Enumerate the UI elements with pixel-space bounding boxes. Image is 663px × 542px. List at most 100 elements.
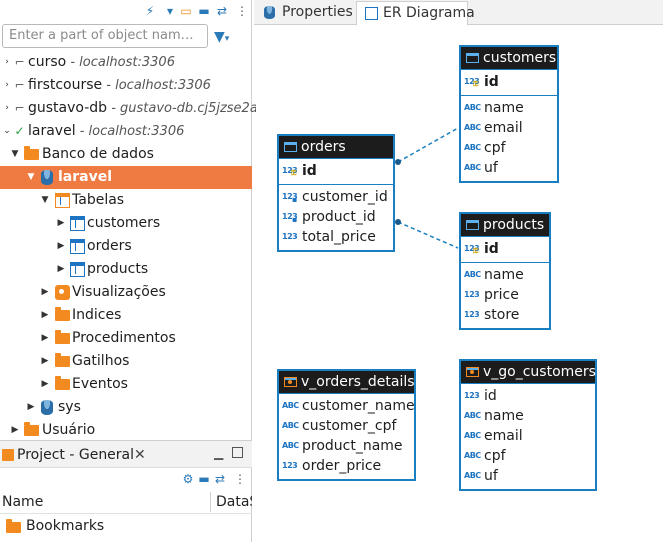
tables-folder-icon xyxy=(55,193,70,208)
tree-item-schema-laravel[interactable]: ▼ laravel xyxy=(0,166,252,189)
collapsed-arrow-icon[interactable]: › xyxy=(5,103,9,113)
link-icon[interactable]: ⇄ xyxy=(214,472,226,486)
tree-item-bookmarks[interactable]: Bookmarks xyxy=(0,514,252,538)
dropdown-icon[interactable]: ▾ xyxy=(166,4,174,18)
entity-attribute[interactable]: 123product_id xyxy=(279,207,393,227)
tree-item-schema-sys[interactable]: ▶ sys xyxy=(0,396,252,419)
relation-orders-products[interactable] xyxy=(397,221,459,249)
minimize-icon[interactable]: ▁ xyxy=(214,446,224,460)
gear-icon[interactable]: ⚙ xyxy=(182,472,194,486)
attribute-name: customer_name xyxy=(302,398,415,414)
tab-project-general[interactable]: Project - General xyxy=(17,447,135,463)
tree-item-table[interactable]: ▶ products xyxy=(0,258,252,281)
collapsed-arrow-icon[interactable]: ▶ xyxy=(57,218,65,228)
attribute-name: customer_cpf xyxy=(302,418,397,434)
view-menu-icon[interactable]: ⋮ xyxy=(236,4,248,18)
tree-item-connection[interactable]: › ⌐ firstcourse - localhost:3306 xyxy=(0,74,252,97)
filter-input[interactable]: Enter a part of object nam… xyxy=(2,24,208,48)
tree-item-views[interactable]: ▶ Visualizações xyxy=(0,281,252,304)
collapsed-arrow-icon[interactable]: ▶ xyxy=(57,241,65,251)
tree-item-procedures[interactable]: ▶ Procedimentos xyxy=(0,327,252,350)
tree-item-label: Usuário xyxy=(42,422,96,438)
column-name-header[interactable]: Name xyxy=(2,494,44,510)
collapsed-arrow-icon[interactable]: ▶ xyxy=(41,310,49,320)
attribute-name: id xyxy=(484,241,499,257)
entity-header[interactable]: v_orders_details xyxy=(279,371,415,393)
close-icon[interactable]: ✕ xyxy=(134,447,146,463)
tree-item-triggers[interactable]: ▶ Gatilhos xyxy=(0,350,252,373)
collapsed-arrow-icon[interactable]: ▶ xyxy=(27,402,35,412)
collapsed-arrow-icon[interactable]: ▶ xyxy=(41,379,49,389)
tree-item-databases[interactable]: ▼ Banco de dados xyxy=(0,143,252,166)
collapse-icon[interactable]: ▬ xyxy=(198,472,210,486)
expanded-arrow-icon[interactable]: ▼ xyxy=(11,149,19,159)
relation-orders-customers[interactable] xyxy=(397,127,459,163)
entity-attribute[interactable]: 123customer_id xyxy=(279,187,393,207)
tree-item-users[interactable]: ▶ Usuário xyxy=(0,419,252,440)
maximize-icon[interactable] xyxy=(232,447,243,458)
collapsed-arrow-icon[interactable]: › xyxy=(5,80,9,90)
tree-item-tables[interactable]: ▼ Tabelas xyxy=(0,189,252,212)
tree-item-connection[interactable]: › ⌐ curso - localhost:3306 xyxy=(0,51,252,74)
tree-item-connection[interactable]: › ⌐ gustavo-db - gustavo-db.cj5jzse2av xyxy=(0,97,265,120)
entity-header[interactable]: products xyxy=(461,214,549,236)
tree-item-connection[interactable]: ⌄ ✓ laravel - localhost:3306 xyxy=(0,120,252,143)
tab-properties[interactable]: Properties xyxy=(256,1,356,25)
tab-er-diagram[interactable]: ER Diagrama xyxy=(356,1,475,25)
collapsed-arrow-icon[interactable]: ▶ xyxy=(41,333,49,343)
link-with-editor-icon[interactable]: ⇄ xyxy=(216,4,228,18)
column-datasource-header[interactable]: DataS xyxy=(216,494,252,510)
entity-header[interactable]: orders xyxy=(279,136,393,158)
project-column-header: Name DataS xyxy=(0,490,252,514)
collapsed-arrow-icon[interactable]: › xyxy=(5,57,9,67)
database-icon xyxy=(264,6,275,19)
expanded-arrow-icon[interactable]: ⌄ xyxy=(3,126,11,136)
entity-header[interactable]: v_go_customers xyxy=(461,361,596,383)
collapsed-arrow-icon[interactable]: ▶ xyxy=(11,425,19,435)
collapsed-arrow-icon[interactable]: ▶ xyxy=(41,287,49,297)
new-folder-icon[interactable]: ▭ xyxy=(180,4,192,18)
expanded-arrow-icon[interactable]: ▼ xyxy=(41,195,49,205)
tree-item-events[interactable]: ▶ Eventos xyxy=(0,373,252,396)
tree-item-indexes[interactable]: ▶ Indices xyxy=(0,304,252,327)
expanded-arrow-icon[interactable]: ▼ xyxy=(27,172,35,182)
column-divider[interactable] xyxy=(210,492,211,512)
filter-icon[interactable]: ▼▾ xyxy=(214,29,230,45)
new-connection-icon[interactable]: ⚡ xyxy=(145,4,155,18)
tree-item-table[interactable]: ▶ customers xyxy=(0,212,252,235)
view-menu-icon[interactable]: ⋮ xyxy=(234,472,246,486)
collapsed-arrow-icon[interactable]: ▶ xyxy=(41,356,49,366)
collapse-all-icon[interactable]: ▬ xyxy=(198,4,210,18)
entity-header[interactable]: customers xyxy=(461,47,557,69)
tree-item-table[interactable]: ▶ orders xyxy=(0,235,252,258)
collapsed-arrow-icon[interactable]: ▶ xyxy=(57,264,65,274)
